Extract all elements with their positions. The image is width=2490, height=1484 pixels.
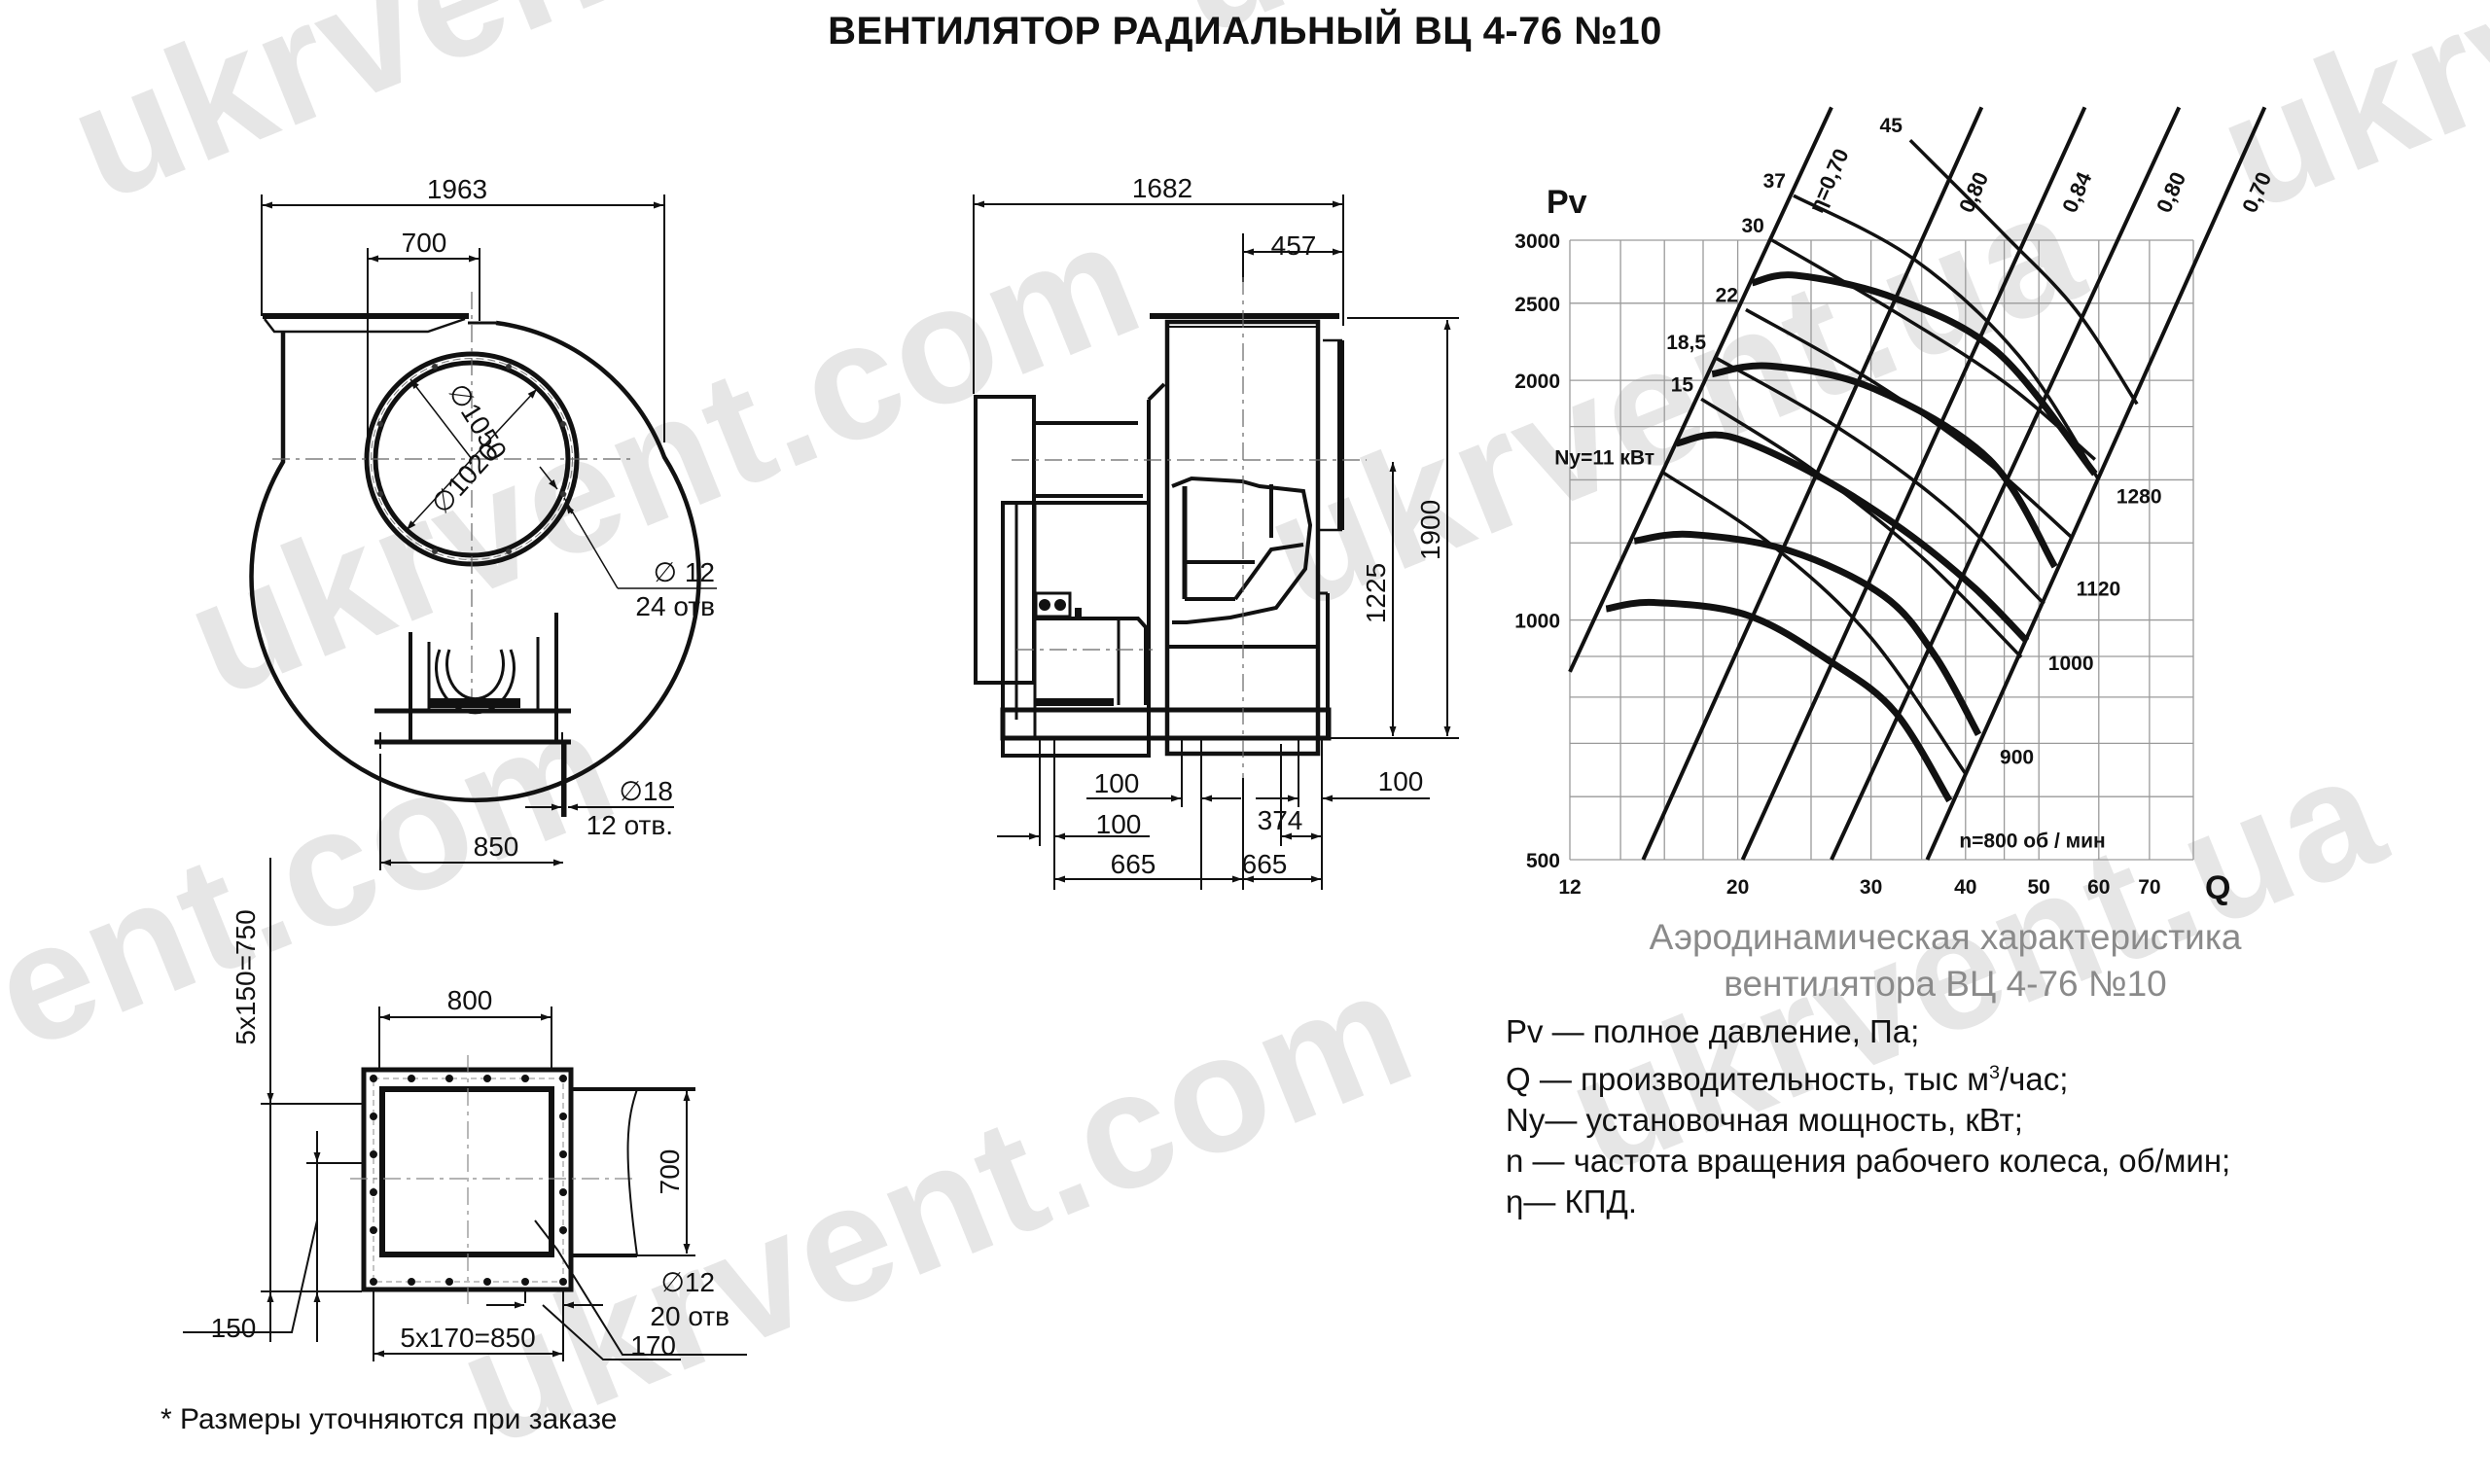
x-tick-label: 50	[2028, 876, 2050, 899]
chart-caption-line-2: вентилятора ВЦ 4-76 №10	[1724, 964, 2167, 1004]
x-tick-label: 30	[1860, 876, 1882, 899]
flange-bolt-holes	[370, 1075, 567, 1286]
x-axis-label: Q	[2205, 869, 2230, 906]
power-curve	[1793, 194, 2101, 481]
chart-curves	[1568, 106, 2267, 861]
dim-axis-height: 1225	[1361, 563, 1391, 623]
efficiency-line	[1641, 106, 1984, 861]
power-curve-label: 30	[1741, 215, 1763, 237]
dim-overall-width: 1963	[427, 174, 487, 204]
speed-curve-label: 1280	[2116, 485, 2162, 508]
dim-holes-diameter: ∅ 12	[654, 557, 715, 587]
dim-inner-width: 800	[447, 985, 493, 1015]
efficiency-label: 0,80	[2152, 168, 2190, 216]
power-curve-label: 22	[1716, 284, 1738, 306]
power-curve-label: 18,5	[1666, 332, 1706, 354]
chart-caption: Аэродинамическая характеристика вентилят…	[1517, 914, 2373, 1007]
x-tick-label: 60	[2087, 876, 2110, 899]
power-curve	[1713, 355, 2045, 606]
y-tick-label: 1000	[1514, 611, 1560, 633]
power-curve	[1908, 138, 2139, 406]
legend-item-pv: Pv — полное давление, Па;	[1506, 1013, 1920, 1049]
chart-caption-line-1: Аэродинамическая характеристика	[1649, 917, 2242, 957]
dim-pitch-150: 150	[211, 1313, 257, 1343]
dim-flange-holes-count: 20 отв	[650, 1301, 729, 1331]
bolt-holes	[377, 364, 566, 554]
page-title: ВЕНТИЛЯТОР РАДИАЛЬНЫЙ ВЦ 4-76 №10	[828, 10, 1662, 53]
power-curve-label: 45	[1880, 115, 1903, 137]
power-curve-label: 15	[1671, 373, 1694, 396]
speed-curve-label: 1120	[2077, 579, 2121, 601]
speed-curve	[1605, 598, 1953, 803]
dim-665-a: 665	[1111, 849, 1156, 879]
legend-item-ny: Ny— установочная мощность, кВт;	[1506, 1102, 2023, 1138]
dim-overall-height: 1900	[1415, 500, 1445, 560]
dim-holes-count: 24 отв	[635, 591, 715, 621]
side-view	[973, 194, 1459, 890]
y-tick-label: 3000	[1514, 230, 1560, 253]
chart-legend: Pv — полное давление, Па; Q — производит…	[1506, 1011, 2230, 1222]
dim-100-c: 100	[1378, 766, 1424, 796]
speed-curve	[1711, 362, 2058, 569]
efficiency-label: 0,80	[1954, 168, 1993, 216]
dim-665-b: 665	[1242, 849, 1288, 879]
speed-curve	[1633, 530, 1982, 737]
efficiency-line	[1568, 106, 1833, 673]
dim-vertical-pitch: 5x150=750	[231, 909, 261, 1044]
efficiency-label: η=0,70	[1804, 145, 1854, 216]
footnote: * Размеры уточняются при заказе	[160, 1403, 618, 1435]
legend-item-eta: η— КПД.	[1506, 1184, 1637, 1219]
power-curve-label: Ny=11 кВт	[1554, 446, 1654, 469]
dim-pitch-170: 170	[630, 1330, 676, 1360]
speed-curve-label: n=800 об / мин	[1959, 830, 2105, 852]
x-tick-label: 40	[1954, 876, 1976, 899]
x-tick-label: 70	[2138, 876, 2160, 899]
dim-inner-height: 700	[655, 1149, 685, 1195]
dim-100-a: 100	[1094, 768, 1140, 798]
power-curve	[1700, 397, 2023, 659]
power-curve-label: 37	[1763, 170, 1786, 193]
front-view	[249, 194, 717, 870]
y-tick-label: 2000	[1514, 371, 1560, 393]
x-tick-label: 12	[1558, 876, 1581, 899]
dim-100-b: 100	[1096, 809, 1142, 839]
efficiency-label: 0,70	[2237, 168, 2276, 216]
dim-374: 374	[1258, 805, 1303, 835]
dim-base-width: 850	[474, 831, 519, 862]
power-curve	[1661, 470, 1968, 775]
y-tick-label: 2500	[1514, 294, 1560, 316]
dim-axis-offset: 457	[1271, 230, 1317, 261]
speed-curve	[1675, 431, 2030, 644]
efficiency-line	[1925, 106, 2267, 861]
speed-curve	[1751, 271, 2098, 477]
legend-item-q: Q — производительность, тыс м3/час;	[1506, 1061, 2069, 1097]
efficiency-label: 0,84	[2057, 167, 2097, 216]
x-tick-label: 20	[1726, 876, 1749, 899]
efficiency-line	[1740, 106, 2087, 861]
flange-view	[183, 858, 747, 1361]
dim-base-holes-count: 12 отв.	[587, 810, 673, 840]
dim-outlet-offset: 700	[402, 228, 447, 258]
dim-horizontal-pitch: 5x170=850	[400, 1323, 535, 1353]
speed-curve-label: 900	[2000, 746, 2034, 768]
dim-base-holes-diameter: ∅18	[619, 776, 673, 806]
dim-overall-length: 1682	[1132, 173, 1192, 203]
y-tick-label: 500	[1526, 850, 1560, 872]
speed-curve-label: 1000	[2048, 653, 2094, 675]
dim-flange-holes-diameter: ∅12	[660, 1267, 715, 1297]
y-axis-label: Pv	[1547, 184, 1587, 221]
legend-item-n: n — частота вращения рабочего колеса, об…	[1506, 1143, 2231, 1179]
